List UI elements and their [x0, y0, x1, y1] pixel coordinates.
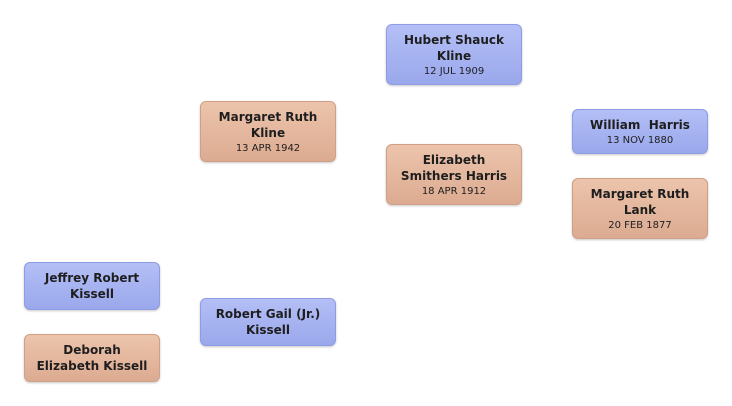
person-name: William Harris	[590, 117, 690, 132]
person-name: Margaret Ruth Lank	[590, 186, 690, 217]
person-card-william-harris[interactable]: William Harris 13 NOV 1880	[572, 109, 708, 154]
person-birth-date: 18 APR 1912	[421, 185, 487, 197]
person-card-margaret-ruth-kline[interactable]: Margaret Ruth Kline 13 APR 1942	[200, 101, 336, 162]
person-card-elizabeth-smithers-harris[interactable]: Elizabeth Smithers Harris 18 APR 1912	[386, 144, 522, 205]
person-birth-date: 20 FEB 1877	[608, 219, 672, 231]
person-birth-date: 13 APR 1942	[235, 142, 301, 154]
person-name: Robert Gail (Jr.) Kissell	[215, 307, 321, 337]
person-name: Jeffrey Robert Kissell	[44, 271, 140, 301]
person-name: Elizabeth Smithers Harris	[400, 152, 508, 183]
person-name: Deborah Elizabeth Kissell	[36, 343, 148, 373]
person-card-deborah-elizabeth-kissell[interactable]: Deborah Elizabeth Kissell	[24, 334, 160, 382]
person-card-jeffrey-robert-kissell[interactable]: Jeffrey Robert Kissell	[24, 262, 160, 310]
person-card-hubert-shauck-kline[interactable]: Hubert Shauck Kline 12 JUL 1909	[386, 24, 522, 85]
person-card-robert-gail-kissell[interactable]: Robert Gail (Jr.) Kissell	[200, 298, 336, 346]
person-name: Hubert Shauck Kline	[403, 32, 505, 63]
person-name: Margaret Ruth Kline	[218, 109, 318, 140]
person-birth-date: 12 JUL 1909	[423, 65, 485, 77]
person-card-margaret-ruth-lank[interactable]: Margaret Ruth Lank 20 FEB 1877	[572, 178, 708, 239]
person-birth-date: 13 NOV 1880	[606, 134, 674, 146]
